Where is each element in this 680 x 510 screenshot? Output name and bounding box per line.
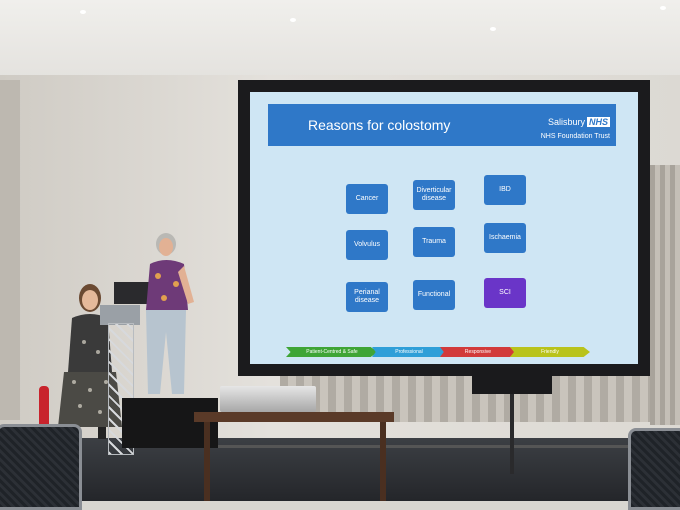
projector <box>220 386 316 412</box>
speaker-stand <box>510 394 514 474</box>
audience-chair <box>628 428 680 510</box>
value-segment: Responsive <box>440 347 516 357</box>
ceiling-light <box>490 27 496 31</box>
reason-box: Ischaemia <box>484 223 526 253</box>
lectern <box>100 305 140 455</box>
reason-box: Diverticular disease <box>413 180 455 210</box>
ceiling-light <box>660 6 666 10</box>
lectern-top <box>100 305 140 325</box>
wall-pillar <box>0 80 20 420</box>
trust-values-bar: Patient-Centred & Safe Professional Resp… <box>286 347 594 357</box>
org-subtitle: NHS Foundation Trust <box>540 133 610 140</box>
ceiling-light <box>80 10 86 14</box>
reason-box: Cancer <box>346 184 388 214</box>
table <box>194 412 394 422</box>
reason-box: Perianal disease <box>346 282 388 312</box>
stage-edge <box>150 445 680 448</box>
value-segment: Patient-Centred & Safe <box>286 347 378 357</box>
reason-box-highlighted: SCI <box>484 278 526 308</box>
reason-box: IBD <box>484 175 526 205</box>
floor-monitor <box>122 398 218 448</box>
speaker <box>472 368 552 394</box>
slide-title: Reasons for colostomy <box>308 117 451 133</box>
table-leg <box>204 422 210 501</box>
reason-box: Functional <box>413 280 455 310</box>
presenter <box>146 233 194 394</box>
table-leg <box>380 422 386 501</box>
org-name: Salisbury <box>547 117 585 127</box>
curtain <box>650 165 680 425</box>
nhs-logo: NHS <box>586 117 610 127</box>
reason-box: Volvulus <box>346 230 388 260</box>
audience-chair <box>0 424 82 510</box>
value-segment: Professional <box>372 347 446 357</box>
value-segment: Friendly <box>510 347 590 357</box>
ceiling-light <box>290 18 296 22</box>
laptop <box>114 282 150 304</box>
reason-box: Trauma <box>413 227 455 257</box>
fire-extinguisher <box>39 386 49 426</box>
